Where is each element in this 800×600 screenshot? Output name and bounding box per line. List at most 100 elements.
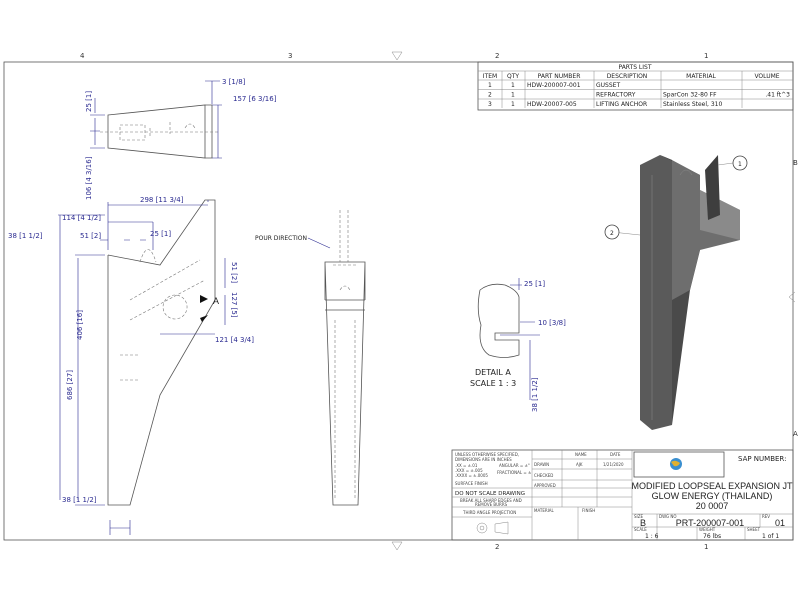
projection-note: THIRD ANGLE PROJECTION [462, 510, 516, 515]
drawing-text: 25 [1] [150, 230, 171, 238]
drawing-text: NAME [575, 452, 587, 457]
sheet-number: 1 of 1 [762, 533, 779, 540]
balloon-1: 1 [738, 161, 742, 168]
drawing-text: DESCRIPTION [607, 73, 648, 80]
drawing-text: 686 [27] [66, 370, 74, 400]
zone-top-3: 3 [288, 52, 292, 60]
drawing-text: SparCon 32-80 FF [663, 92, 717, 99]
detail-title: DETAIL A [475, 368, 511, 377]
drawing-text: SCALE [634, 527, 647, 532]
drawing-text: QTY [507, 73, 519, 80]
drawing-text: 157 [6 3/16] [233, 95, 277, 103]
parts-list-table: PARTS LIST ITEM QTY PART NUMBER DESCRIPT… [477, 61, 794, 111]
drawing-text: DIMENSIONS ARE IN INCHES [455, 457, 512, 462]
sheet-size: B [640, 518, 646, 528]
drawing-text: HDW-200007-001 [527, 82, 581, 89]
company-logo-box [633, 451, 725, 478]
drawing-text: .XX = ±.01 [455, 463, 478, 468]
drawing-text: 1 [511, 101, 515, 108]
drawing-text: WEIGHT [699, 527, 716, 532]
drawing-scale: 1 : 6 [645, 533, 659, 540]
drawing-text: MATERIAL [534, 508, 555, 513]
drawing-text: SURFACE FINISH [455, 481, 488, 486]
isometric-view: 1 2 [604, 155, 748, 430]
drawing-text: 51 [2] [80, 232, 101, 240]
third-angle-projection-icon [476, 521, 509, 535]
drawing-border [3, 61, 794, 541]
drawing-text: 406 [16] [76, 310, 84, 340]
front-view: 298 [11 3/4] 114 [4 1/2] 38 [1 1/2] 51 [… [8, 196, 254, 535]
zone-bottom-1: 1 [704, 543, 708, 551]
drawing-text: SIZE [634, 514, 643, 519]
drawing-text: 3 [1/8] [222, 78, 246, 86]
parts-list-header: ITEM QTY PART NUMBER DESCRIPTION MATERIA… [483, 73, 780, 80]
drawing-text: 121 [4 3/4] [215, 336, 254, 344]
drawing-text: MATERIAL [686, 73, 716, 80]
drawing-text: .XXXX = ±.0005 [455, 473, 488, 478]
drawing-text: UNLESS OTHERWISE SPECIFIED, [455, 452, 519, 457]
drawing-text: REFRACTORY [596, 92, 636, 99]
drawing-text: 25 [1] [524, 280, 545, 288]
drawing-text: Stainless Steel, 310 [663, 101, 722, 108]
drawing-text: 106 [4 3/16] [85, 156, 93, 200]
revision: 01 [775, 518, 785, 528]
drawing-text: 2 [488, 92, 492, 99]
project-number: 20 0007 [696, 501, 729, 511]
drawing-text: VOLUME [754, 73, 779, 80]
drawing-text: 3 [488, 101, 492, 108]
drawing-number: PRT-200007-001 [676, 518, 744, 528]
detail-a-view: 25 [1] 10 [3/8] 38 [1 1/2] DETAIL A SCAL… [470, 278, 566, 412]
drawing-text: CHECKED [534, 473, 553, 478]
drawing-text: 10 [3/8] [538, 319, 566, 327]
do-not-scale-note: DO NOT SCALE DRAWING [455, 491, 525, 497]
drawing-subtitle: GLOW ENERGY (THAILAND) [652, 491, 773, 501]
zone-labels: 4 3 2 1 2 1 B A [80, 51, 798, 551]
drawing-text: .XXX = ±.005 [455, 468, 483, 473]
drawing-text: DWG NO [659, 514, 677, 519]
detail-a-callout: A [213, 296, 219, 306]
drawing-text: BREAK ALL SHARP EDGES AND [460, 498, 522, 503]
drawing-title: MODIFIED LOOPSEAL EXPANSION JT [631, 481, 793, 491]
drawing-text: FRACTIONAL = ± [497, 470, 531, 475]
drawing-text: .41 ft^3 [765, 92, 790, 99]
drawing-text: 114 [4 1/2] [62, 214, 101, 222]
drawing-text: APPROVED [534, 483, 556, 488]
parts-list-title: PARTS LIST [618, 64, 651, 71]
drawing-text: PART NUMBER [538, 73, 581, 80]
drawing-text: 1 [488, 82, 492, 89]
drawing-text: REMOVE BURRS [475, 502, 508, 507]
drawing-text: 38 [1 1/2] [8, 232, 43, 240]
drawing-text: ITEM [483, 73, 497, 80]
parts-list-row: 1 1 HDW-200007-001 GUSSET [488, 82, 620, 89]
parts-list-row: 2 1 REFRACTORY SparCon 32-80 FF .41 ft^3 [488, 92, 790, 99]
zone-top-1: 1 [704, 52, 708, 60]
drawing-text: 25 [1] [85, 91, 93, 112]
top-view: 25 [1] 106 [4 3/16] 3 [1/8] 157 [6 3/16] [85, 78, 277, 200]
drawing-text: DATE [610, 452, 621, 457]
sap-number-label: SAP NUMBER: [738, 455, 786, 463]
drawing-text: 1/21/2020 [603, 462, 624, 467]
zone-right-a: A [793, 430, 798, 438]
drawing-text: ANGULAR = ±° [499, 463, 530, 468]
drawing-text: SHEET [747, 527, 761, 532]
drawing-text: LIFTING ANCHOR [596, 101, 647, 108]
drawing-text: 1 [511, 92, 515, 99]
balloon-2: 2 [610, 230, 614, 237]
drawing-text: 38 [1 1/2] [531, 377, 539, 412]
zone-top-4: 4 [80, 52, 85, 60]
parts-list-row: 3 1 HDW-20007-005 LIFTING ANCHOR Stainle… [488, 101, 722, 108]
drawing-text: 51 [2] [230, 262, 238, 283]
drawing-text: GUSSET [596, 82, 620, 89]
drawing-text: 127 [5] [230, 292, 238, 318]
title-block: UNLESS OTHERWISE SPECIFIED, DIMENSIONS A… [451, 449, 794, 541]
zone-right-b: B [793, 159, 798, 167]
zone-top-2: 2 [495, 52, 499, 60]
drawing-text: REV [762, 514, 770, 519]
centering-marks [391, 51, 796, 551]
pour-direction-label: POUR DIRECTION [255, 235, 307, 242]
drawing-text: FINISH [582, 508, 595, 513]
drawing-text: DRAWN [534, 462, 549, 467]
drawing-text: 298 [11 3/4] [140, 196, 184, 204]
side-view: POUR DIRECTION [255, 210, 366, 506]
